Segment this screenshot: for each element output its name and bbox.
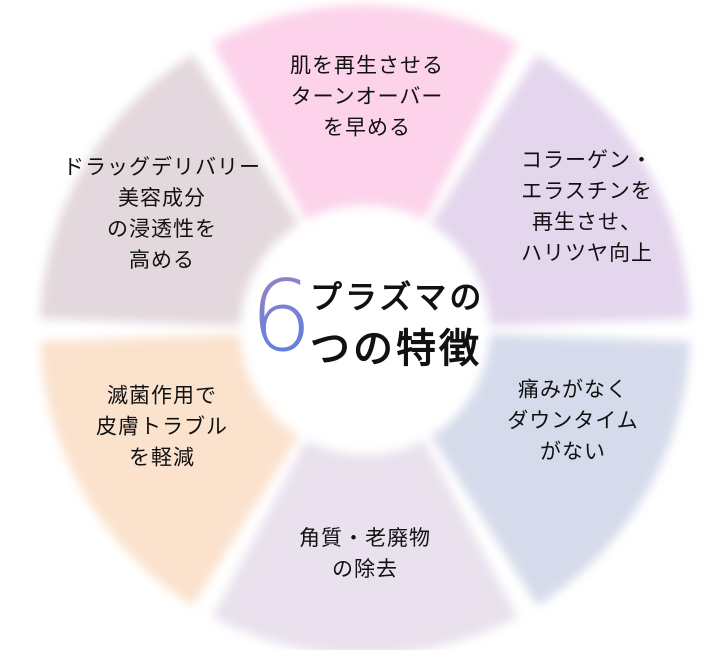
segment-drug-delivery xyxy=(40,54,299,326)
segment-turnover xyxy=(212,5,518,220)
segment-sterilization xyxy=(40,334,299,606)
segment-label-drug-delivery: ドラッグデリバリー 美容成分 の浸透性を 高める xyxy=(63,155,261,272)
title-line1: プラズマの xyxy=(310,278,485,316)
segment-no-downtime xyxy=(431,334,690,606)
segment-label-exfoliation: 角質・老廃物 の除去 xyxy=(299,526,431,581)
segment-label-no-downtime: 痛みがなく ダウンタイム がない xyxy=(507,377,639,464)
title-number: 6 xyxy=(250,260,313,374)
segment-exfoliation xyxy=(212,440,518,650)
center-title: 6 プラズマの つの特徴 xyxy=(250,262,500,380)
segment-label-turnover: 肌を再生させる ターンオーバー を早める xyxy=(290,53,444,140)
segment-collagen xyxy=(431,54,690,326)
segment-label-collagen: コラーゲン・ エラスチンを 再生させ、 ハリツヤ向上 xyxy=(521,148,653,265)
segment-label-sterilization: 滅菌作用で 皮膚トラブル を軽減 xyxy=(96,383,228,470)
title-line2: つの特徴 xyxy=(310,326,482,372)
